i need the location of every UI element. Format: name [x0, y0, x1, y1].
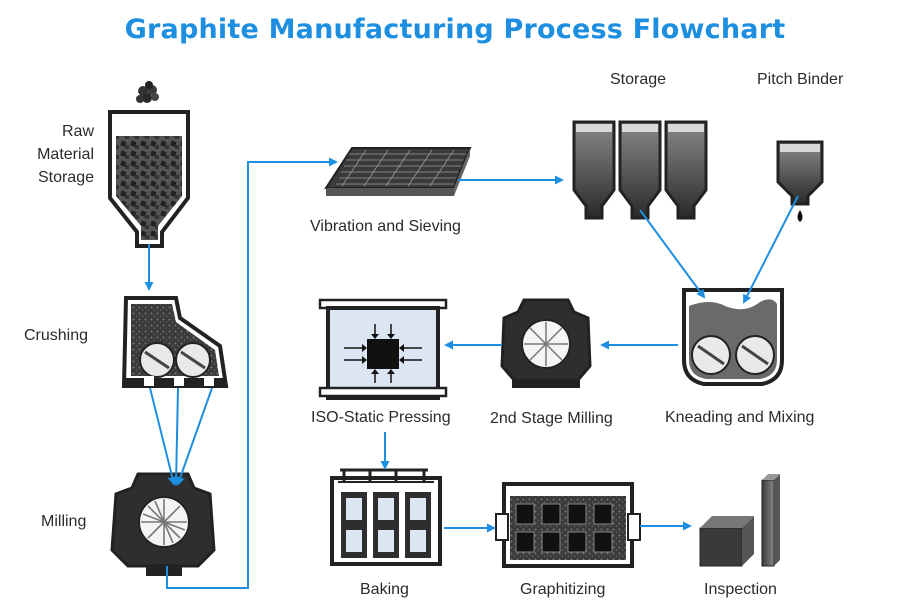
kneading-mixer-icon: [682, 288, 784, 386]
graphitizing-label: Graphitizing: [520, 581, 606, 598]
arrow-crushing-to-milling-3: [176, 387, 213, 486]
kneading-mixing-label: Kneading and Mixing: [665, 409, 815, 426]
page-title: Graphite Manufacturing Process Flowchart: [124, 14, 786, 45]
second-stage-milling-label: 2nd Stage Milling: [490, 410, 613, 427]
milling-label: Milling: [41, 513, 87, 530]
arrow-crushing-to-milling-1: [149, 387, 177, 486]
raw-material-line-3: Storage: [37, 169, 94, 186]
vibration-sieving-label: Vibration and Sieving: [310, 218, 461, 235]
storage-silos-icon: [572, 120, 708, 220]
crushing-label: Crushing: [24, 327, 89, 344]
baking-label: Baking: [360, 581, 409, 598]
pitch-binder-icon: [776, 140, 824, 222]
iso-static-press-icon: [318, 298, 448, 400]
arrow-crushing-to-milling-2: [171, 387, 181, 486]
second-stage-mill-icon: [500, 298, 592, 388]
mill-icon: [110, 472, 216, 576]
graphite-block-icon: [699, 516, 754, 567]
raw-material-lump-icon: [136, 81, 159, 103]
arrow-binder-to-kneading: [743, 195, 799, 304]
graphitizing-furnace-icon: [495, 482, 641, 568]
pitch-binder-label: Pitch Binder: [757, 71, 844, 88]
flow-arrows: [144, 157, 799, 589]
baking-furnace-icon: [330, 468, 442, 566]
vibrating-sieve-icon: [324, 147, 472, 196]
storage-label: Storage: [610, 71, 667, 88]
crusher-icon: [121, 296, 229, 388]
raw-material-line-1: Raw: [61, 123, 94, 140]
raw-material-hopper-icon: [108, 110, 190, 248]
iso-static-pressing-label: ISO-Static Pressing: [311, 409, 451, 426]
raw-material-label: Raw Material Storage: [37, 120, 94, 189]
arrow-storage-to-kneading: [639, 209, 706, 299]
arrow-milling-to-sieving: [166, 157, 338, 589]
raw-material-line-2: Material: [37, 146, 94, 163]
inspection-label: Inspection: [704, 581, 777, 598]
graphite-rod-icon: [761, 474, 780, 567]
